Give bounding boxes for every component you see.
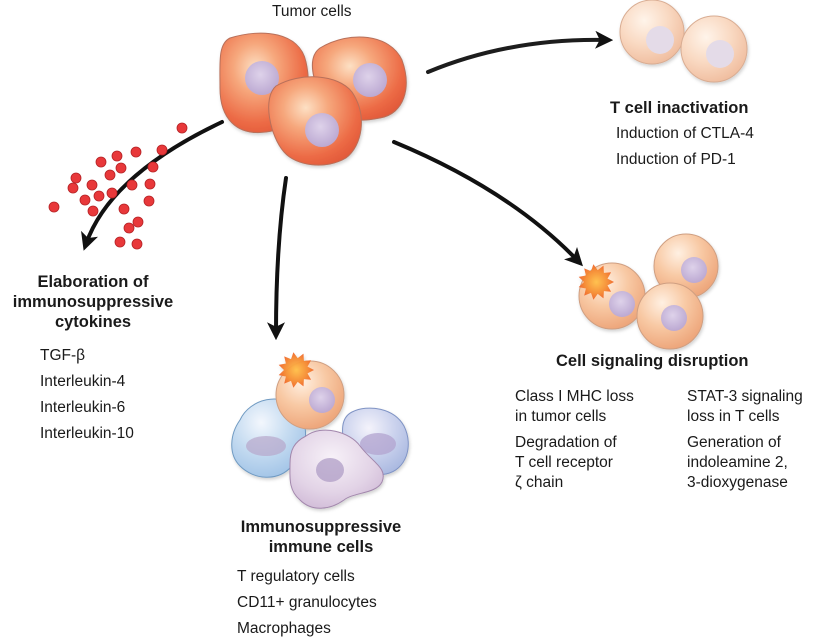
list-item: T regulatory cells [237, 568, 355, 585]
cytokine-dot [114, 236, 126, 248]
list-item: TGF-β [40, 347, 86, 364]
cytokine-dot [130, 146, 142, 158]
nucleus [360, 433, 396, 455]
cytokine-dot [67, 182, 79, 194]
t-cell-inactivation-list: Induction of CTLA-4 Induction of PD-1 [616, 121, 754, 173]
cytokine-dot [79, 194, 91, 206]
cytokine-dot [111, 150, 123, 162]
tumor-cells-label: Tumor cells [272, 3, 352, 20]
immune-cells-title: Immunosuppressive immune cells [230, 517, 412, 557]
list-item: Interleukin-4 [40, 373, 126, 390]
cytokine-dot [132, 216, 144, 228]
signal-burst-icon [578, 264, 614, 300]
cytokine-dot [48, 201, 60, 213]
nucleus [245, 61, 279, 95]
signal-burst-icon [278, 352, 314, 388]
nucleus [681, 257, 707, 283]
list-item: CD11+ granulocytes [237, 594, 377, 611]
tumor-cells-cluster [219, 32, 407, 166]
list-item: Induction of CTLA-4 [616, 125, 754, 142]
title-line: cytokines [54, 313, 132, 331]
nucleus [316, 458, 344, 482]
cytokine-dot [104, 169, 116, 181]
list-item: Generation of indoleamine 2, 3-dioxygena… [687, 434, 788, 491]
cytokine-dot [147, 161, 159, 173]
signaling-list-right: STAT-3 signaling loss in T cells Generat… [687, 387, 803, 499]
list-item: Interleukin-6 [40, 399, 126, 416]
cytokine-dot [87, 205, 99, 217]
cytokine-dot [126, 179, 138, 191]
signaling-cells [578, 233, 719, 350]
list-item: Degradation of T cell receptor ζ chain [515, 434, 617, 491]
title-line: Immunosuppressive [240, 518, 402, 536]
cytokine-dot [123, 222, 135, 234]
immune-cells-cluster [231, 352, 409, 509]
list-item: Macrophages [237, 620, 331, 637]
nucleus [309, 387, 335, 413]
title-line: immunosuppressive [12, 293, 174, 311]
arrow-to-cytokines [81, 120, 224, 251]
cytokine-dot [176, 122, 188, 134]
nucleus [353, 63, 387, 97]
nucleus [646, 26, 674, 54]
cytokine-dot [144, 178, 156, 190]
cytokines-title: Elaboration of immunosuppressive cytokin… [10, 272, 176, 332]
nucleus [246, 436, 286, 456]
cytokine-dot [143, 195, 155, 207]
cytokine-dot [106, 187, 118, 199]
cytokine-dot [156, 144, 168, 156]
signaling-list-left: Class I MHC loss in tumor cells Degradat… [515, 387, 634, 499]
signaling-title: Cell signaling disruption [556, 352, 749, 370]
cytokines-list: TGF-β Interleukin-4 Interleukin-6 Interl… [40, 343, 134, 447]
immune-cells-list: T regulatory cells CD11+ granulocytes Ma… [237, 564, 377, 642]
cytokine-dots [48, 122, 188, 250]
list-item: Class I MHC loss in tumor cells [515, 388, 634, 425]
cytokine-dot [93, 190, 105, 202]
t-cell-inactivation-title: T cell inactivation [610, 99, 749, 117]
title-line: immune cells [268, 538, 374, 556]
cytokine-dot [95, 156, 107, 168]
nucleus [661, 305, 687, 331]
list-item: STAT-3 signaling loss in T cells [687, 388, 803, 425]
cytokine-dot [115, 162, 127, 174]
arrow-to-t-cell-inactivation [426, 30, 614, 74]
list-item: Interleukin-10 [40, 425, 134, 442]
arrows [81, 30, 614, 341]
cytokine-dot [118, 203, 130, 215]
inactive-t-cells [619, 0, 748, 83]
cytokine-dot [86, 179, 98, 191]
cytokine-dot [70, 172, 82, 184]
cytokine-dot [131, 238, 143, 250]
nucleus [706, 40, 734, 68]
title-line: Elaboration of [37, 273, 149, 291]
nucleus [305, 113, 339, 147]
list-item: Induction of PD-1 [616, 151, 736, 168]
arrow-to-immune-cells [267, 176, 288, 341]
arrow-to-signaling [392, 140, 583, 267]
nucleus [609, 291, 635, 317]
